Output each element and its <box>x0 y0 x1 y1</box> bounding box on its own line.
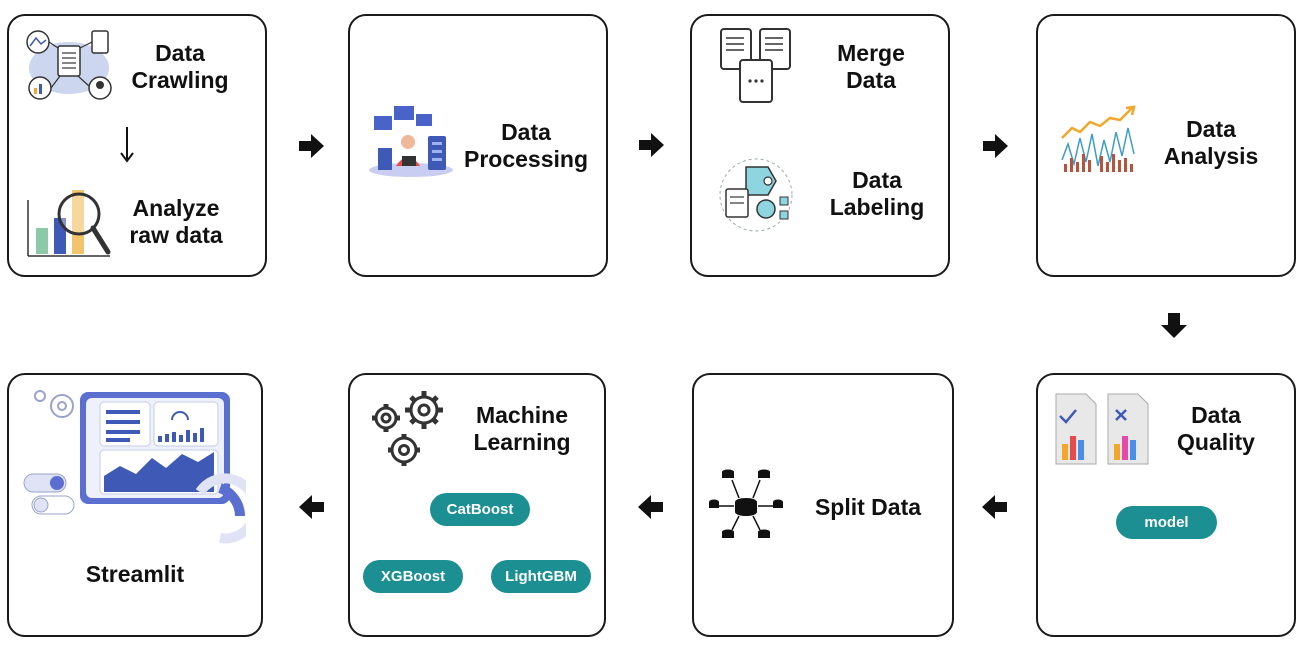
data-processing-icon <box>369 106 453 177</box>
step-data-processing-box <box>348 14 608 277</box>
arrow-left-icon <box>982 495 1007 519</box>
data-crawling-label: Data Crawling <box>131 40 229 93</box>
streamlit-label: Streamlit <box>85 561 185 587</box>
merge-data-label: Merge Data <box>837 40 905 93</box>
arrow-right-icon <box>983 134 1008 158</box>
analyze-raw-data-label: Analyze raw data <box>129 195 223 248</box>
down-arrow-icon <box>120 127 134 163</box>
data-analysis-chart-icon <box>1061 105 1136 172</box>
model-pill: model <box>1116 506 1217 539</box>
arrow-right-icon <box>299 134 324 158</box>
xgboost-pill: XGBoost <box>363 560 463 593</box>
arrow-left-icon <box>638 495 663 519</box>
step-data-analysis-box <box>1036 14 1296 277</box>
catboost-pill: CatBoost <box>430 493 530 526</box>
arrow-left-icon <box>299 495 324 519</box>
streamlit-dashboard-icon <box>23 390 246 544</box>
step-split-data-box <box>692 373 954 637</box>
lightgbm-pill: LightGBM <box>491 560 591 593</box>
merge-documents-icon <box>720 28 791 103</box>
arrow-down-icon <box>1161 313 1187 338</box>
machine-learning-label: Machine Learning <box>473 402 571 455</box>
gears-icon <box>372 391 443 466</box>
data-labeling-icon <box>719 158 793 232</box>
data-quality-icon <box>1055 393 1149 465</box>
split-data-icon <box>709 469 783 538</box>
arrow-right-icon <box>639 133 664 157</box>
data-crawling-icon <box>26 30 112 100</box>
analyze-chart-icon <box>27 190 111 257</box>
split-data-label: Split Data <box>814 494 922 520</box>
data-analysis-label: Data Analysis <box>1163 116 1259 169</box>
data-labeling-label: Data Labeling <box>829 167 925 220</box>
data-quality-label: Data Quality <box>1177 402 1255 455</box>
data-processing-label: Data Processing <box>464 119 588 172</box>
